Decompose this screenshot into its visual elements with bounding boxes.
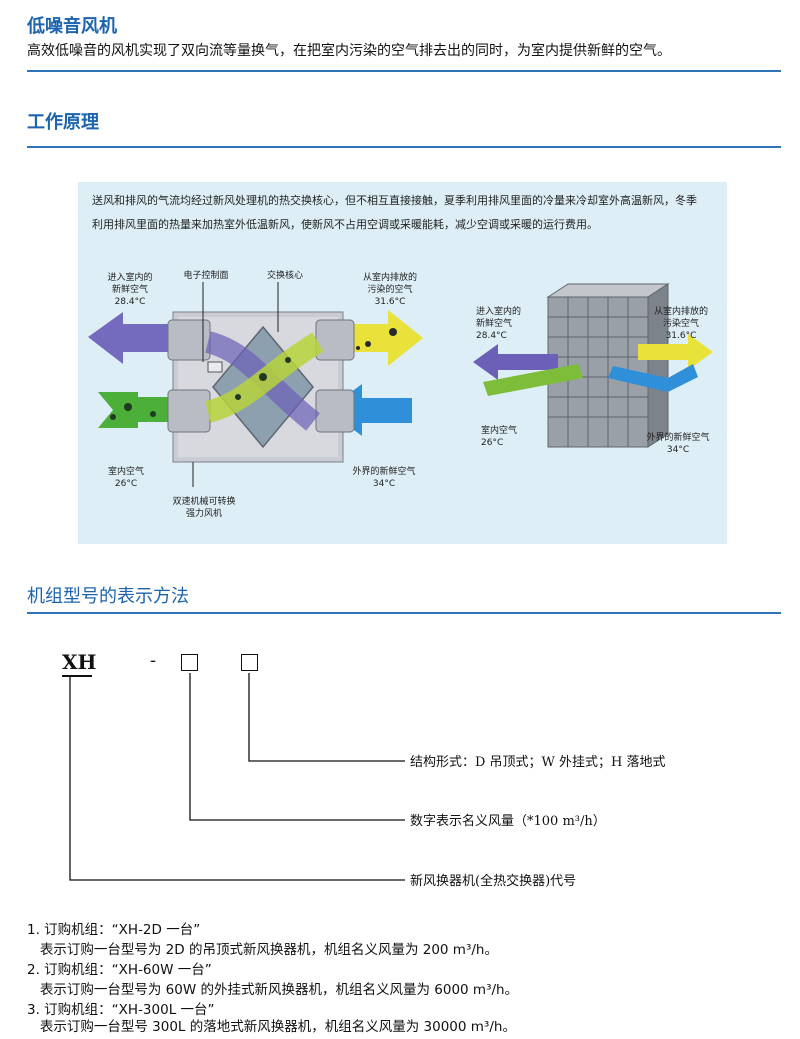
legend-structure-type: 结构形式：D 吊顶式；W 外挂式；H 落地式 [410, 755, 666, 770]
code-underline [62, 675, 92, 677]
model-code-dash: - [150, 650, 157, 671]
label-exchange-core: 交换核心 [266, 271, 303, 281]
fresh-air-arrow [88, 312, 183, 364]
model-code-leader-lines [69, 673, 405, 881]
divider [27, 70, 781, 72]
label-fan: 双速机械可转换强力风机 [172, 497, 236, 519]
example-3-desc: 表示订购一台型号 300L 的落地式新风换器机，机组名义风量为 30000 m³… [27, 1019, 516, 1035]
section-title-fan: 低噪音风机 [27, 16, 117, 37]
example-2-desc: 表示订购一台型号为 60W 的外挂式新风换器机，机组名义风量为 6000 m³/… [27, 982, 519, 998]
legend-unit-code: 新风换器机(全热交换器)代号 [410, 874, 577, 889]
model-code-prefix: XH [62, 650, 97, 674]
principle-desc-line2: 利用排风里面的热量来加热室外低温新风，使新风不占用空调或采暖能耗，减少空调或采暖… [92, 218, 598, 231]
structure-type-box [241, 654, 258, 671]
divider [27, 612, 781, 614]
principle-desc-line1: 送风和排风的气流均经过新风处理机的热交换核心，但不相互直接接触，夏季利用排风里面… [92, 194, 697, 207]
example-2-title: 2. 订购机组：“XH-60W 一台” [27, 962, 212, 978]
example-1-title: 1. 订购机组：“XH-2D 一台” [27, 922, 201, 938]
section-title-principle: 工作原理 [27, 112, 99, 133]
example-1-desc: 表示订购一台型号为 2D 的吊顶式新风换器机，机组名义风量为 200 m³/h。 [27, 942, 498, 958]
fan-description: 高效低噪音的风机实现了双向流等量换气，在把室内污染的空气排去出的同时，为室内提供… [27, 43, 671, 59]
heat-recovery-unit-illustration [88, 282, 423, 487]
example-3-title: 3. 订购机组：“XH-300L 一台” [27, 1002, 215, 1018]
heat-exchange-core-illustration [473, 283, 713, 448]
divider [27, 146, 781, 148]
capacity-digit-box [181, 654, 198, 671]
principle-diagram: 送风和排风的气流均经过新风处理机的热交换核心，但不相互直接接触，夏季利用排风里面… [78, 182, 727, 544]
legend-capacity: 数字表示名义风量（*100 m³/h） [410, 814, 606, 829]
label-control-panel: 电子控制面 [183, 271, 229, 281]
section-title-model-code: 机组型号的表示方法 [27, 586, 189, 607]
